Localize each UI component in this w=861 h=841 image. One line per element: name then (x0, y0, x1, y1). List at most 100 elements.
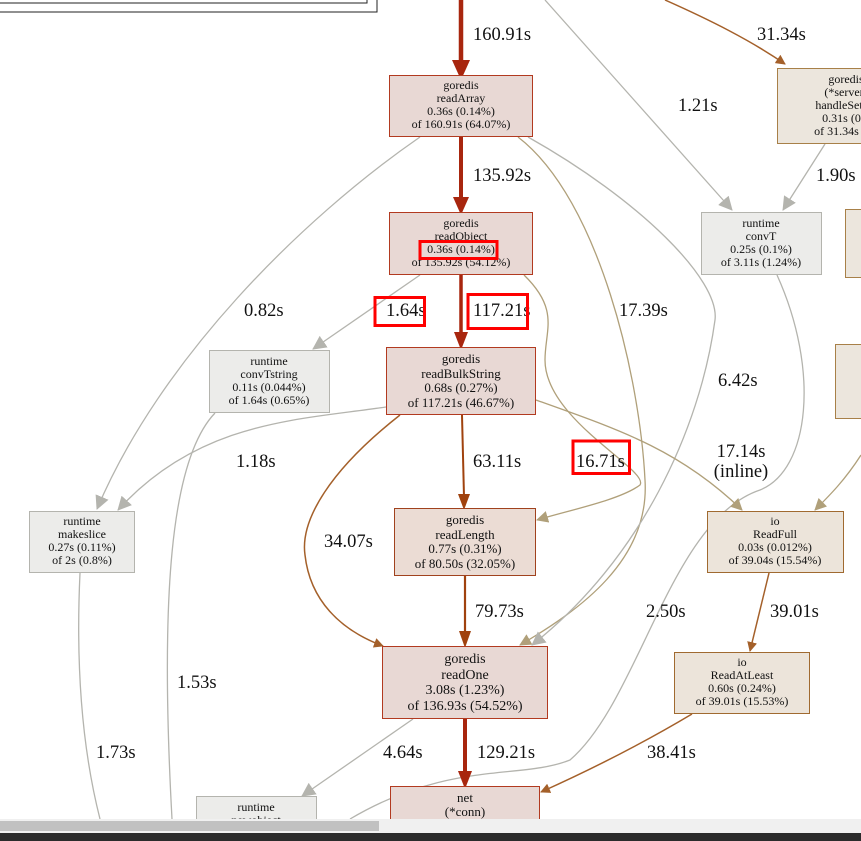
edge-readArray-readOne[interactable] (517, 136, 646, 646)
edge-arrow (452, 60, 470, 80)
edge-label: 129.21s (477, 743, 535, 763)
node-flat-time: 0.31s (0.1 (822, 111, 861, 125)
call-graph[interactable]: 160.91s 31.34s 1.21s 135.92s 1.90s 0.82s… (0, 0, 861, 819)
edge-label: 38.41s (647, 743, 696, 763)
node-package: goredis (443, 78, 479, 92)
node-net-conn[interactable]: net (*conn) (390, 786, 540, 820)
edge-label: 1.90s (816, 166, 856, 186)
node-function: readBulkString (421, 366, 501, 381)
node-ReadAtLeast[interactable]: io ReadAtLeast 0.60s (0.24%) of 39.01s (… (674, 652, 810, 714)
edge-readBulkString-ReadFull[interactable] (535, 399, 743, 511)
edge-label: 1.21s (678, 96, 718, 116)
edge-convT-netconn[interactable] (349, 274, 805, 819)
edge-readBulkString-readLength[interactable] (461, 414, 465, 498)
edge-label: 79.73s (475, 602, 524, 622)
node-flat-time: 0.68s (0.27%) (424, 380, 497, 395)
edge-label: 1.73s (96, 743, 136, 763)
highlight-box (373, 296, 426, 327)
node-ReadFull[interactable]: io ReadFull 0.03s (0.012%) of 39.04s (15… (707, 511, 844, 573)
node-function: convT (746, 229, 777, 243)
edge-ReadAtLeast-netconn[interactable] (540, 713, 693, 793)
node-cum-time: of 160.91s (64.07%) (412, 117, 511, 131)
node-receiver: (*server) (824, 85, 861, 99)
edge-readArray-readOne2[interactable] (527, 136, 716, 646)
edge-label: 34.07s (324, 532, 373, 552)
node-readLength[interactable]: goredis readLength 0.77s (0.31%) of 80.5… (394, 508, 536, 576)
edge-readBulkString-makeslice[interactable] (117, 406, 387, 511)
node-package: goredis (444, 652, 485, 667)
edge-readArray-makeslice[interactable] (95, 136, 421, 510)
edge-makeslice-down[interactable] (78, 572, 101, 819)
edges (78, 0, 861, 819)
node-package: goredis (446, 512, 484, 527)
edge-readBulkString-readOne[interactable] (303, 414, 401, 648)
node-cum-time: of 117.21s (46.67%) (408, 395, 514, 410)
node-function: readLength (435, 527, 495, 542)
edge-label-inline: (inline) (714, 462, 768, 482)
edge-label: 16.71s (576, 452, 625, 472)
node-function: readArray (437, 91, 486, 105)
edge-right-ReadFull[interactable] (814, 454, 861, 511)
node-cum-time: of 80.50s (32.05%) (415, 556, 515, 571)
node-readArray[interactable]: goredis readArray 0.36s (0.14%) of 160.9… (389, 75, 533, 137)
node-package: goredis (828, 72, 861, 86)
node-function: ReadFull (753, 527, 798, 541)
node-function: newobject (231, 813, 281, 819)
node-flat-time: 0.25s (0.1%) (730, 242, 792, 256)
node-cum-time: of 39.01s (15.53%) (696, 694, 789, 708)
edge-convTstring-newobject[interactable] (166, 412, 216, 819)
edge-label: 135.92s (473, 166, 531, 186)
edge-arrow (458, 494, 470, 510)
edge-label: 1.53s (177, 673, 217, 693)
edge-labels: 160.91s 31.34s 1.21s 135.92s 1.90s 0.82s… (96, 25, 856, 763)
highlight-box (418, 240, 499, 260)
node-package: goredis (443, 216, 479, 230)
node-function: makeslice (58, 527, 106, 541)
node-flat-time: 3.08s (1.23%) (426, 683, 505, 698)
edge-top-handleSetCo[interactable] (664, 0, 786, 65)
node-function: handleSetCo (815, 98, 861, 112)
node-flat-time: 0.11s (0.044%) (232, 380, 305, 394)
edge-label: 1.64s (386, 301, 426, 321)
node-readObject[interactable]: goredis readObject 0.36s (0.14%) of 135.… (389, 212, 533, 275)
node-offscreen[interactable] (835, 344, 861, 419)
node-convT[interactable]: runtime convT 0.25s (0.1%) of 3.11s (1.2… (701, 212, 822, 275)
edge-readObject-convTstring[interactable] (312, 274, 421, 350)
edge-top-convT[interactable] (544, 0, 733, 211)
node-flat-time: 0.36s (0.14%) (427, 104, 495, 118)
edge-readObject-readLength[interactable] (523, 274, 642, 523)
node-flat-time: 0.77s (0.31%) (428, 541, 501, 556)
edge-ReadFull-ReadAtLeast[interactable] (747, 572, 770, 652)
node-readOne[interactable]: goredis readOne 3.08s (1.23%) of 136.93s… (382, 646, 548, 719)
node-offscreen[interactable] (845, 209, 861, 278)
highlight-annotations (373, 240, 631, 475)
node-readBulkString[interactable]: goredis readBulkString 0.68s (0.27%) of … (386, 347, 536, 415)
edge-label: 31.34s (757, 25, 806, 45)
node-cum-time: of 2s (0.8%) (52, 553, 112, 567)
node-package: io (770, 514, 779, 528)
node-flat-time: 0.36s (0.14%) (427, 242, 495, 256)
edge-label: 0.82s (244, 301, 284, 321)
node-package: runtime (237, 800, 274, 814)
node-function: convTstring (240, 367, 297, 381)
node-cum-time: of 1.64s (0.65%) (229, 393, 310, 407)
edge-label: 17.39s (619, 301, 668, 321)
edge-label: 63.11s (473, 452, 521, 472)
node-flat-time: 0.27s (0.11%) (48, 540, 115, 554)
node-handleSetCo[interactable]: goredis (*server) handleSetCo 0.31s (0.1… (777, 68, 861, 144)
node-function: ReadAtLeast (711, 668, 774, 682)
edge-readOne-newobject[interactable] (301, 718, 414, 797)
node-newobject[interactable]: runtime newobject (196, 796, 317, 820)
edge-handleSetCo-convT[interactable] (782, 143, 826, 211)
node-cum-time: of 39.04s (15.54%) (729, 553, 822, 567)
node-convTstring[interactable]: runtime convTstring 0.11s (0.044%) of 1.… (209, 350, 330, 413)
highlight-box (571, 439, 631, 475)
horizontal-scrollbar[interactable] (0, 819, 861, 833)
node-package: runtime (63, 514, 100, 528)
edge-arrow (458, 771, 472, 789)
scrollbar-thumb[interactable] (0, 821, 379, 831)
node-function: (*conn) (445, 804, 485, 819)
edge-label: 6.42s (718, 371, 758, 391)
node-makeslice[interactable]: runtime makeslice 0.27s (0.11%) of 2s (0… (29, 511, 135, 573)
highlight-box (466, 293, 529, 330)
